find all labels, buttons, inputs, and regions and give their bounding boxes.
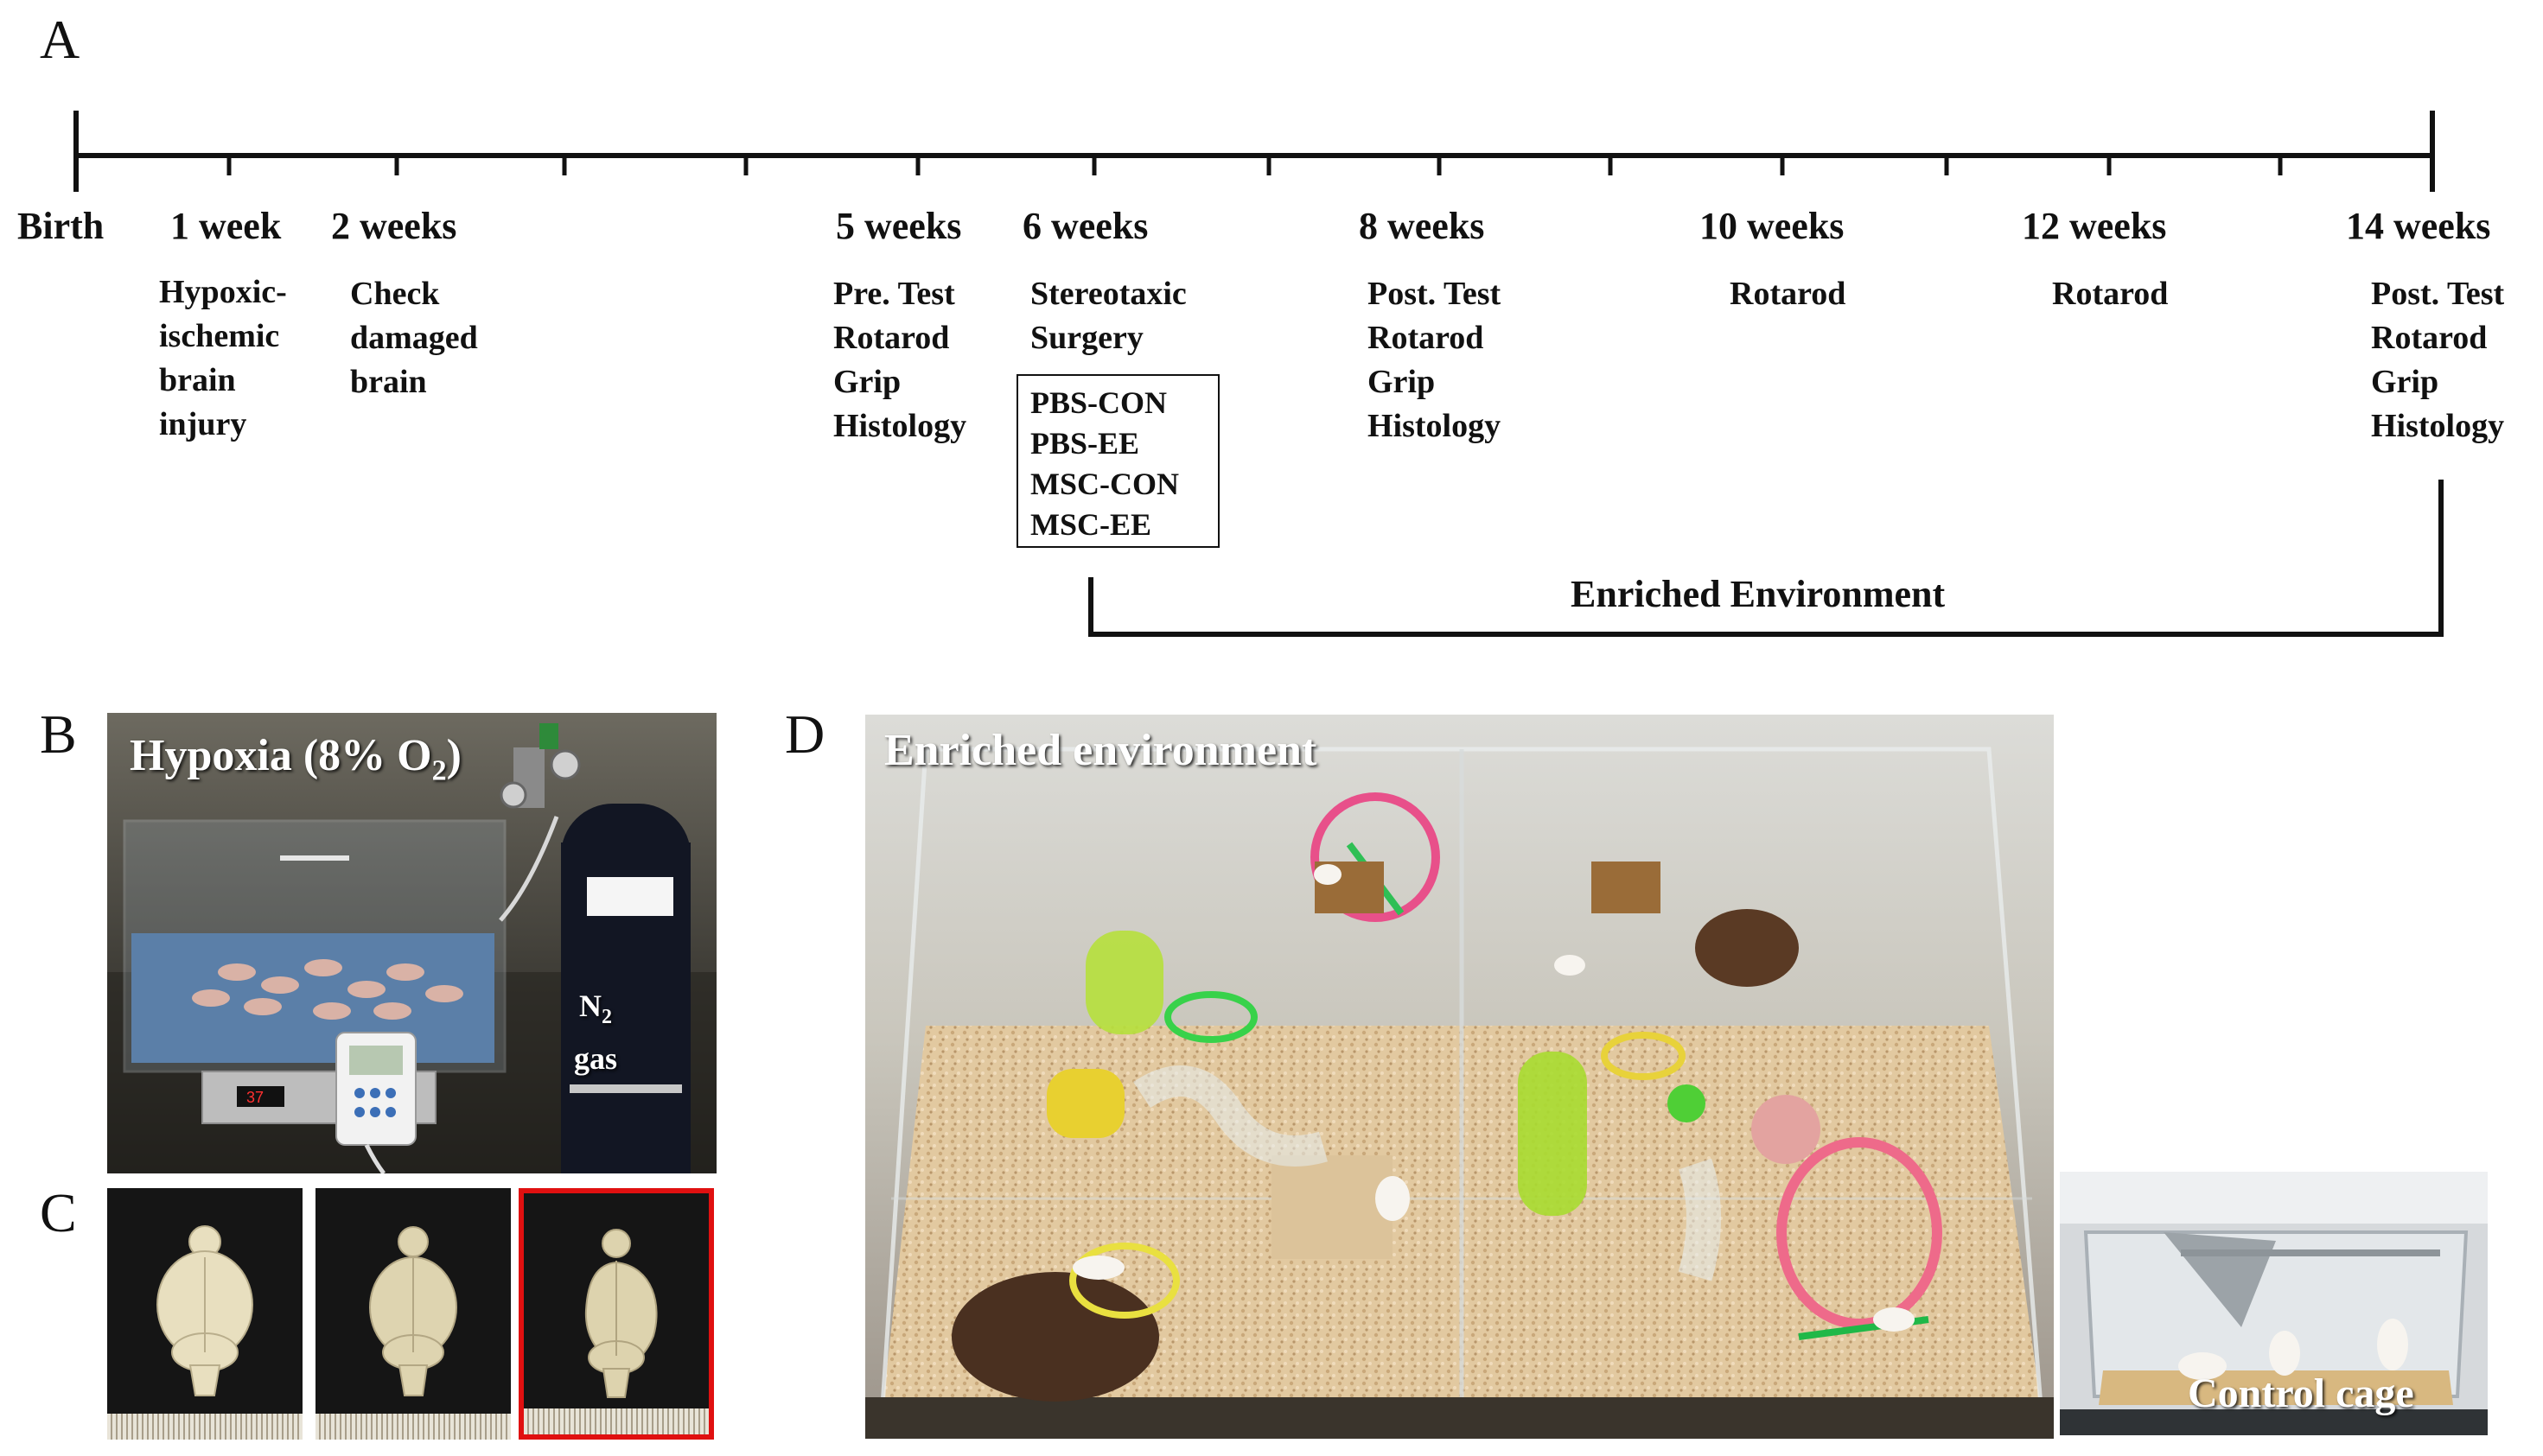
- panel-a-label: A: [40, 9, 80, 70]
- timepoint-label: 14 weeks: [2346, 205, 2491, 247]
- control-cage-illustration: [2060, 1172, 2488, 1435]
- enriched-environment-title: Enriched environment: [884, 726, 1317, 775]
- brain-photo-3-highlighted: [519, 1188, 714, 1440]
- panel-c-label: C: [40, 1182, 77, 1243]
- gas-cylinder-label: N2 gas: [574, 989, 618, 1077]
- brain-shape: [369, 1226, 457, 1396]
- timepoint-label: 6 weeks: [1023, 205, 1149, 247]
- timeline-ticks: [226, 156, 2283, 175]
- hypoxia-title: Hypoxia (8% O2): [130, 731, 462, 787]
- control-cage-photo: Control cage: [2060, 1172, 2488, 1435]
- timepoint-label: 12 weeks: [2022, 205, 2167, 247]
- brain-shape: [156, 1225, 253, 1396]
- timepoint-label: Birth: [17, 205, 105, 247]
- timepoint-label: 2 weeks: [331, 205, 457, 247]
- group-item: MSC-CON: [1030, 467, 1179, 501]
- brain-shape: [584, 1229, 658, 1398]
- event-5weeks: Pre. Test Rotarod Grip Histology: [833, 276, 967, 444]
- hypoxia-chamber-illustration: 37: [107, 713, 717, 1173]
- event-14weeks: Post. Test Rotarod Grip Histology: [2371, 276, 2505, 444]
- timepoint-label: 10 weeks: [1699, 205, 1845, 247]
- treatment-groups-box: PBS-CON PBS-EE MSC-CON MSC-EE: [1017, 374, 1220, 548]
- group-item: MSC-EE: [1030, 507, 1152, 542]
- brain-photo-2: [315, 1188, 511, 1440]
- control-cage-title: Control cage: [2188, 1370, 2414, 1416]
- event-10weeks: Rotarod: [1730, 276, 1846, 312]
- event-12weeks: Rotarod: [2052, 276, 2169, 312]
- panel-b-label: B: [40, 703, 77, 765]
- enriched-cage-illustration: [865, 715, 2054, 1439]
- hypoxia-chamber-photo: 37 Hypoxia (8% O2) N2 gas: [107, 713, 717, 1173]
- timepoint-label: 8 weeks: [1359, 205, 1485, 247]
- bracket-label: Enriched Environment: [1571, 573, 1946, 615]
- event-8weeks: Post. Test Rotarod Grip Histology: [1367, 276, 1501, 444]
- timeline-axis: [73, 111, 2444, 637]
- enriched-environment-photo: Enriched environment: [865, 715, 2054, 1439]
- group-item: PBS-CON: [1030, 385, 1168, 420]
- event-1week: Hypoxic- ischemic brain injury: [159, 274, 287, 442]
- group-item: PBS-EE: [1030, 426, 1140, 461]
- brain-photo-1: [107, 1188, 303, 1440]
- timepoint-label: 5 weeks: [836, 205, 962, 247]
- event-6weeks: Stereotaxic Surgery: [1030, 276, 1187, 356]
- timepoint-label: 1 week: [170, 205, 282, 247]
- panel-d-label: D: [785, 703, 825, 765]
- event-2weeks: Check damaged brain: [350, 276, 478, 400]
- svg-text:37: 37: [246, 1089, 264, 1106]
- enriched-environment-bracket: [1088, 480, 2444, 637]
